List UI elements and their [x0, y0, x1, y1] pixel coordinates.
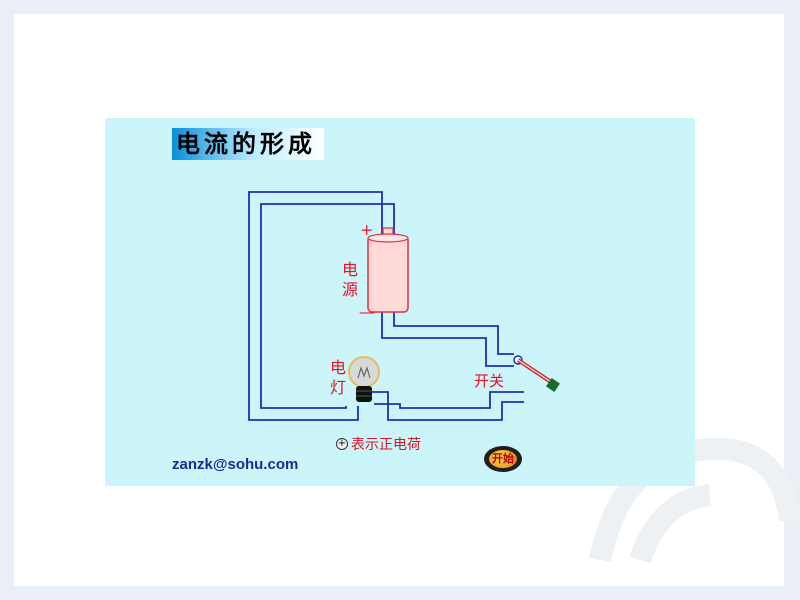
power-source-label-2: 源	[342, 280, 359, 299]
positive-charge-legend: + 表示正电荷	[336, 434, 421, 454]
start-button[interactable]: 开始	[484, 446, 522, 472]
author-email: zanzk@sohu.com	[172, 456, 299, 473]
wire-battery-switch	[381, 310, 514, 367]
legend-text: 表示正电荷	[351, 437, 421, 453]
wire-top-left-inner	[260, 203, 395, 409]
start-button-label: 开始	[489, 450, 517, 468]
positive-terminal-label: +	[360, 220, 374, 239]
wire-top-left	[248, 191, 383, 421]
light-bulb-icon	[348, 356, 380, 402]
page-title: 电流的形成	[172, 128, 324, 160]
knife-switch-icon[interactable]	[513, 355, 560, 392]
wire-battery-switch-inner	[393, 310, 514, 355]
lamp-label-1: 电	[330, 358, 347, 377]
battery-icon	[367, 227, 409, 313]
positive-charge-icon: +	[336, 438, 348, 450]
wire-bottom-right-inner	[374, 391, 524, 409]
switch-label: 开关	[474, 372, 505, 390]
wire-bottom-right	[370, 391, 524, 421]
power-source-label-1: 电	[342, 260, 359, 279]
negative-terminal-label: —	[359, 302, 375, 321]
lamp-label-2: 灯	[330, 378, 347, 397]
